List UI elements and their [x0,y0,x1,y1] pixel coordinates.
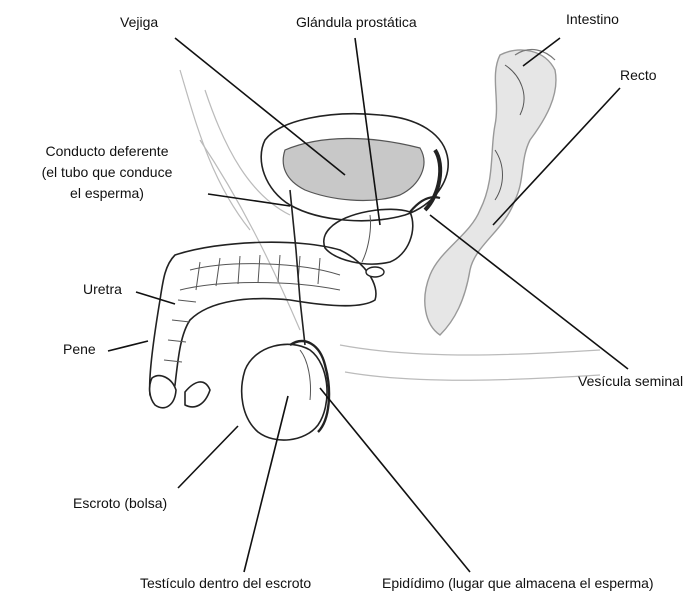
label-glandula-prostatica: Glándula prostática [296,13,417,31]
penis-shape [150,242,376,408]
testicle-shape [242,341,329,440]
label-uretra: Uretra [83,280,122,298]
label-conducto-line3: el esperma) [2,184,212,202]
label-vesicula-seminal: Vesícula seminal [578,372,683,390]
label-epididimo: Epidídimo (lugar que almacena el esperma… [382,574,654,592]
label-recto: Recto [620,66,657,84]
label-conducto-line1: Conducto deferente [2,142,212,160]
label-escroto: Escroto (bolsa) [73,494,167,512]
label-conducto-line2: (el tubo que conduce [2,163,212,181]
label-pene: Pene [63,340,96,358]
intestine-rectum-shape [425,50,556,335]
label-testiculo: Testículo dentro del escroto [140,574,311,592]
prostate-gland-shape [324,209,413,264]
vas-deferens-shape [290,190,305,345]
label-intestino: Intestino [566,10,619,28]
label-vejiga: Vejiga [120,13,158,31]
label-conducto-deferente: Conducto deferente (el tubo que conduce … [2,142,212,202]
leader-lines [108,38,628,572]
